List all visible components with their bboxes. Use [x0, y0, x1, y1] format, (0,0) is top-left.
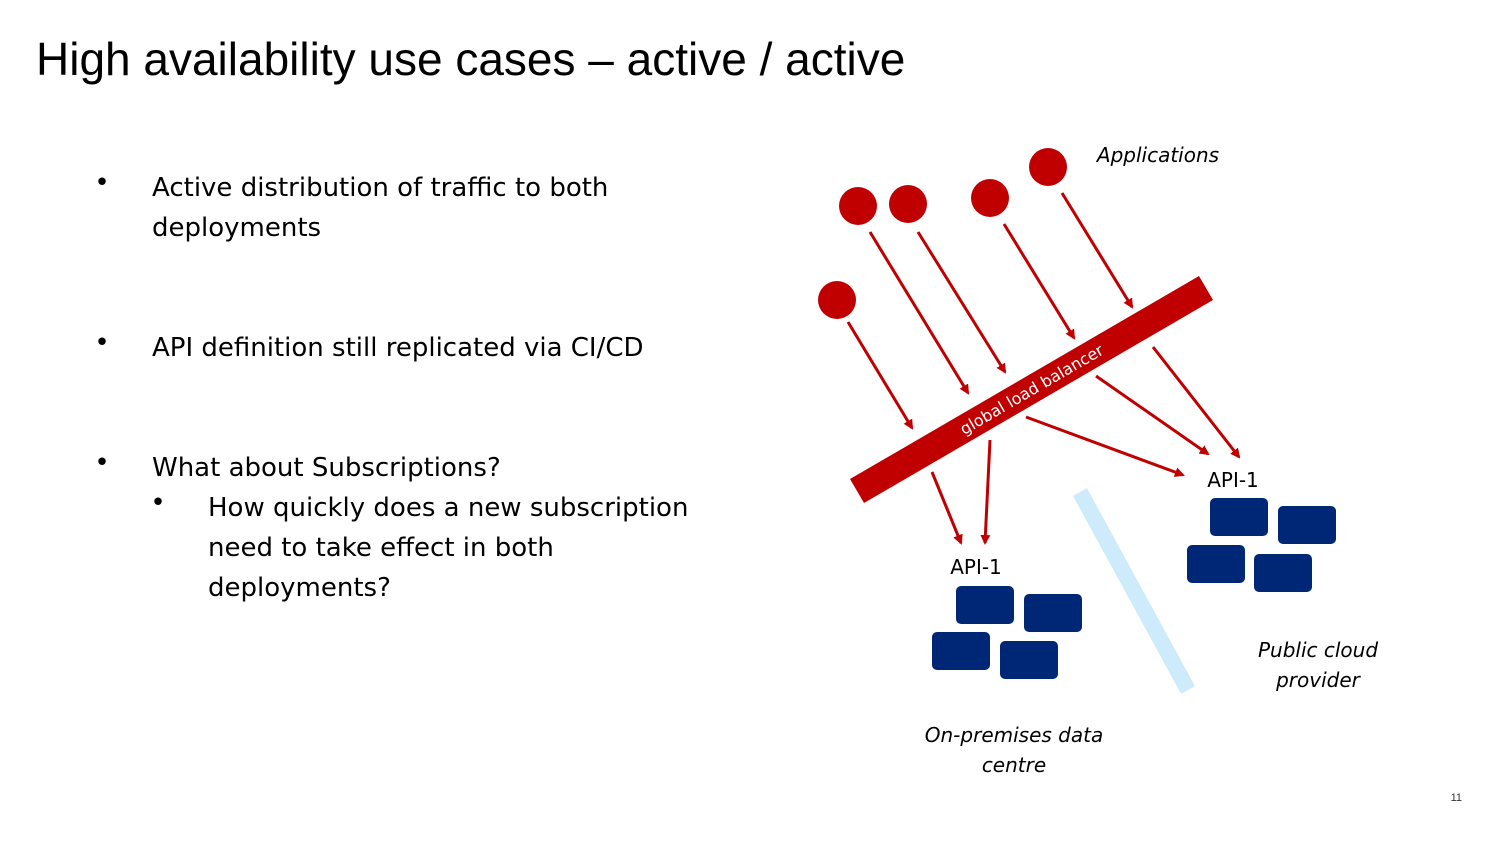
arrow-icon	[1025, 415, 1185, 477]
application-icon	[971, 179, 1009, 217]
applications	[818, 148, 1067, 319]
on-prem-api-cluster	[932, 586, 1082, 679]
arrow-icon	[980, 439, 992, 545]
load-balancer-label: global load balancer	[957, 340, 1108, 438]
arrow-icon	[1060, 192, 1134, 309]
server-block-icon	[1254, 554, 1312, 592]
application-icon	[1029, 148, 1067, 186]
slide-title: High availability use cases – active / a…	[36, 33, 906, 85]
application-icon	[839, 187, 877, 225]
server-block-icon	[1000, 641, 1058, 679]
bullet-marker: •	[94, 448, 110, 478]
arrow-icon	[846, 321, 914, 430]
arrow-icon	[916, 231, 1007, 374]
server-block-icon	[932, 632, 990, 670]
arrow-icon	[1151, 346, 1241, 459]
sub-bullet-marker: •	[150, 488, 166, 518]
page-number: 11	[1450, 792, 1462, 804]
bullet-active-distribution: Active distribution of traffic to both d…	[152, 173, 609, 243]
on-prem-caption: On-premises data	[925, 723, 1103, 747]
sub-bullet-subscription-timing: How quickly does a new subscription need…	[208, 493, 689, 603]
bullet-api-definition: API definition still replicated via CI/C…	[152, 333, 644, 363]
cloud-api-cluster	[1187, 498, 1336, 592]
server-block-icon	[1278, 506, 1336, 544]
server-block-icon	[956, 586, 1014, 624]
bullet-marker: •	[94, 168, 110, 198]
applications-label: Applications	[1095, 143, 1219, 167]
application-icon	[818, 281, 856, 319]
application-icon	[889, 185, 927, 223]
on-prem-caption-line2: centre	[982, 753, 1046, 777]
cloud-api-label: API-1	[1207, 468, 1259, 492]
environment-divider	[1072, 488, 1196, 694]
cloud-caption-line2: provider	[1275, 668, 1362, 692]
arrow-icon	[868, 231, 970, 395]
inbound-arrows	[846, 192, 1134, 430]
bullet-subscriptions: What about Subscriptions?	[152, 453, 501, 483]
bullet-marker: •	[94, 328, 110, 358]
global-load-balancer: global load balancer	[850, 276, 1213, 503]
bullet-list: • Active distribution of traffic to both…	[94, 168, 689, 603]
arrow-icon	[930, 471, 963, 545]
arrow-icon	[1002, 223, 1076, 340]
server-block-icon	[1024, 594, 1082, 632]
arrow-icon	[1095, 374, 1210, 456]
cloud-caption: Public cloud	[1258, 638, 1378, 662]
outbound-arrows	[930, 346, 1241, 545]
server-block-icon	[1210, 498, 1268, 536]
server-block-icon	[1187, 545, 1245, 583]
on-prem-api-label: API-1	[950, 555, 1002, 579]
